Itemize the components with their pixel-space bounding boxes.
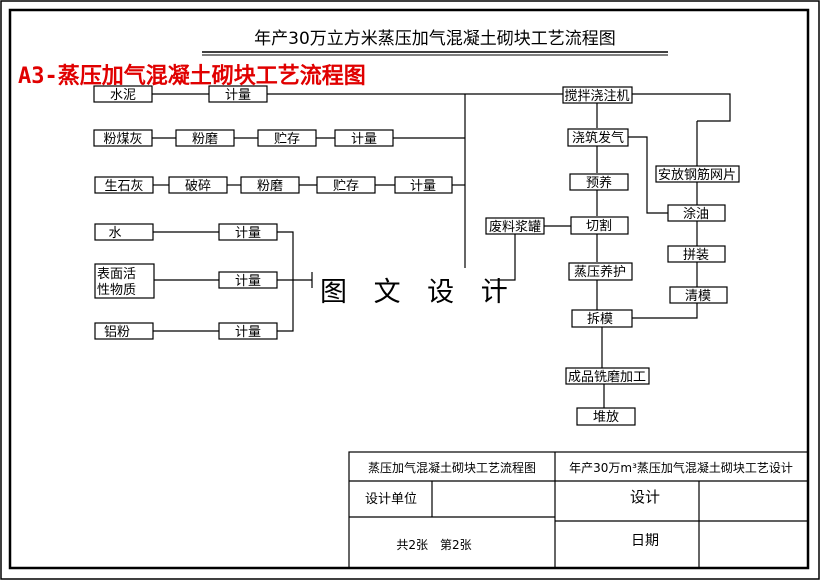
node-storage-lime: 贮存 (316, 176, 376, 194)
node-storage-fly-ash: 贮存 (257, 129, 317, 147)
title-block-date: 日期 (631, 533, 659, 549)
svg-text:预养: 预养 (586, 175, 612, 191)
svg-text:计量: 计量 (225, 88, 251, 103)
svg-text:拼装: 拼装 (683, 248, 709, 263)
node-aluminum-powder: 铝粉 (94, 322, 154, 340)
svg-text:粉煤灰: 粉煤灰 (103, 132, 142, 147)
svg-text:成品铣磨加工: 成品铣磨加工 (568, 370, 646, 385)
node-metering-cement: 计量 (208, 85, 268, 103)
watermark-text: 图 文 设 计 (320, 277, 517, 308)
svg-text:搅拌浇注机: 搅拌浇注机 (564, 88, 629, 104)
title-block-project-name: 年产30万m³蒸压加气混凝土砌块工艺设计 (569, 460, 793, 475)
node-grinding-lime: 粉磨 (240, 176, 300, 194)
svg-text:涂油: 涂油 (683, 206, 709, 222)
title-block (348, 451, 809, 569)
node-quicklime: 生石灰 (94, 176, 154, 194)
node-metering-surfactant: 计量 (218, 271, 278, 289)
svg-text:计量: 计量 (235, 274, 261, 289)
svg-text:粉磨: 粉磨 (192, 132, 218, 147)
node-pre-curing: 预养 (569, 173, 629, 191)
svg-text:铝粉: 铝粉 (104, 325, 130, 340)
connectors (152, 93, 731, 408)
node-metering-lime: 计量 (394, 176, 453, 194)
svg-text:生石灰: 生石灰 (104, 179, 143, 194)
svg-text:蒸压养护: 蒸压养护 (574, 264, 626, 280)
svg-text:水: 水 (108, 226, 121, 241)
svg-text:破碎: 破碎 (185, 179, 211, 194)
diagram-subtitle: A3-蒸压加气混凝土砌块工艺流程图 (18, 64, 366, 89)
svg-text:计量: 计量 (410, 179, 436, 194)
node-mould-cleaning: 清模 (669, 286, 728, 304)
node-grinding-fly-ash: 粉磨 (175, 129, 235, 147)
nodes: 水泥 计量 粉煤灰 粉磨 贮存 计量 生石灰 破碎 (93, 85, 740, 426)
surfactant-line-2: 性物质 (97, 283, 136, 298)
svg-text:清模: 清模 (685, 289, 711, 304)
node-mixing-pouring-machine: 搅拌浇注机 (562, 86, 633, 104)
node-fly-ash: 粉煤灰 (93, 129, 153, 147)
svg-text:贮存: 贮存 (333, 179, 359, 194)
node-place-rebar-mesh: 安放钢筋网片 (655, 165, 740, 183)
svg-text:计量: 计量 (235, 325, 261, 340)
node-crushing: 破碎 (168, 176, 228, 194)
svg-text:贮存: 贮存 (274, 132, 300, 147)
node-metering-water: 计量 (218, 223, 278, 241)
node-metering-aluminum: 计量 (218, 322, 278, 340)
title-block-drawing-name: 蒸压加气混凝土砌块工艺流程图 (368, 460, 536, 475)
svg-text:计量: 计量 (351, 132, 377, 147)
node-waste-slurry-tank: 废料浆罐 (485, 217, 545, 235)
node-autoclave-curing: 蒸压养护 (568, 262, 633, 281)
title-block-sheets: 共2张 第2张 (396, 538, 471, 552)
node-metering-fly-ash: 计量 (334, 129, 394, 147)
node-demoulding: 拆模 (571, 309, 633, 328)
svg-text:废料浆罐: 废料浆罐 (489, 219, 541, 235)
svg-text:拆模: 拆模 (587, 312, 613, 327)
node-water: 水 (94, 223, 154, 241)
title-block-design: 设计 (630, 488, 660, 506)
svg-text:堆放: 堆放 (593, 410, 619, 425)
node-surfactant: 表面活 性物质 (94, 263, 155, 299)
node-assembly: 拼装 (667, 245, 726, 263)
svg-text:安放钢筋网片: 安放钢筋网片 (658, 167, 736, 183)
node-cement: 水泥 (93, 85, 153, 103)
svg-text:切割: 切割 (586, 218, 612, 234)
node-stacking: 堆放 (576, 407, 636, 426)
title-block-design-unit: 设计单位 (365, 492, 417, 507)
svg-text:计量: 计量 (235, 226, 261, 241)
node-oiling: 涂油 (667, 204, 726, 222)
svg-text:表面活 性物质: 表面活 性物质 (97, 267, 140, 298)
svg-text:粉磨: 粉磨 (257, 179, 283, 194)
svg-text:浇筑发气: 浇筑发气 (572, 130, 624, 146)
node-cutting: 切割 (570, 216, 629, 235)
svg-text:水泥: 水泥 (110, 88, 136, 103)
node-finished-milling: 成品铣磨加工 (565, 367, 650, 385)
surfactant-line-1: 表面活 (97, 267, 136, 282)
node-pouring-gassing: 浇筑发气 (567, 128, 629, 147)
diagram-title: 年产30万立方米蒸压加气混凝土砌块工艺流程图 (254, 29, 616, 49)
